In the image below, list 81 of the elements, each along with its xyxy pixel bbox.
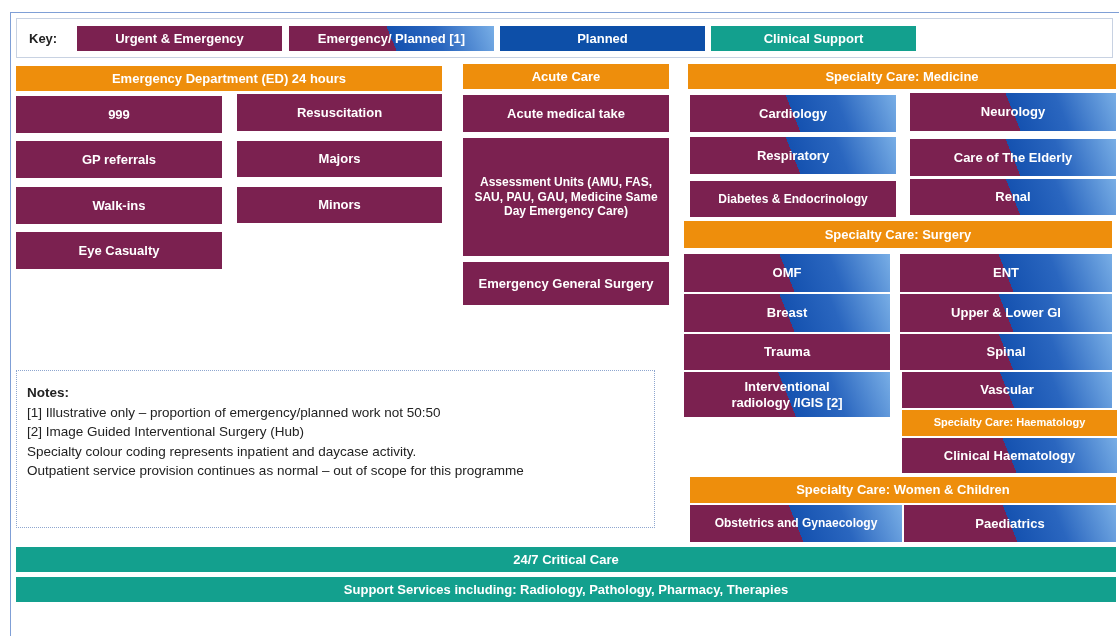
legend-item: Clinical Support (711, 26, 916, 51)
box-label: Minors (318, 197, 361, 213)
section-header (688, 64, 1116, 89)
legend-item: Emergency/ Planned [1] (289, 26, 494, 51)
note-text: [2] Image Guided Interventional Surgery (Hub) (27, 423, 305, 442)
service-box (684, 334, 890, 370)
service-box (684, 294, 890, 332)
header-text: Emergency Department (ED) 24 hours (111, 70, 347, 87)
box-label: Obstetrics and Gynaecology (714, 516, 878, 531)
section-header (902, 410, 1117, 436)
service-box (463, 262, 669, 305)
box-label: Resuscitation (296, 104, 383, 121)
legend-item: Urgent & Emergency (77, 26, 282, 51)
box-label: Spinal (986, 344, 1026, 360)
support-band (16, 547, 1116, 572)
service-box (690, 95, 896, 132)
legend-item: Planned (500, 26, 705, 51)
box-label: Vascular (980, 382, 1034, 398)
box-label: Renal (995, 189, 1031, 205)
service-box (463, 138, 669, 256)
section-header (684, 221, 1112, 248)
key-label: Key: (29, 31, 58, 46)
service-box (900, 254, 1112, 292)
header-text: Acute Care (531, 68, 601, 85)
box-label: GP referrals (81, 151, 157, 168)
notes-heading: Notes: (27, 384, 70, 402)
box-label: Paediatrics (975, 515, 1045, 532)
service-box (690, 137, 896, 174)
box-label: Cardiology (759, 105, 827, 122)
note-text: Specialty colour coding represents inpatient and daycase activity. (27, 442, 418, 461)
box-label: Neurology (980, 104, 1046, 120)
box-label: Upper & Lower GI (951, 305, 1061, 321)
box-label: Interventional radiology /IGIS [2] (730, 378, 844, 411)
service-box (902, 372, 1112, 408)
section-header (690, 477, 1116, 503)
support-band (16, 577, 1116, 602)
box-label: Eye Casualty (78, 242, 160, 259)
box-label: Care of The Elderly (953, 149, 1073, 166)
note-text: Outpatient service provision continues as normal – out of scope for this programme (27, 462, 525, 481)
box-label: 24/7 Critical Care (513, 551, 619, 568)
service-box (900, 294, 1112, 332)
service-box (900, 334, 1112, 370)
box-label: ENT (993, 265, 1019, 281)
service-box (684, 254, 890, 292)
service-box (690, 181, 896, 217)
box-label: OMF (772, 265, 802, 281)
service-box (910, 179, 1116, 215)
service-box (16, 187, 222, 224)
service-box (910, 93, 1116, 131)
service-box (904, 505, 1116, 542)
box-label: Walk-ins (92, 197, 146, 214)
service-box (684, 372, 890, 417)
service-box (463, 95, 669, 132)
service-box (237, 94, 442, 131)
service-box (902, 438, 1117, 473)
section-header (463, 64, 669, 89)
box-label: Support Services including: Radiology, Pathology, Pharmacy, Therapies (343, 581, 789, 598)
box-label: Majors (318, 151, 361, 167)
box-label: Breast (766, 305, 808, 321)
box-label: Respiratory (756, 147, 830, 164)
header-text: Specialty Care: Haematology (933, 416, 1086, 430)
box-label: Clinical Haematology (943, 447, 1076, 464)
section-header (16, 66, 442, 91)
box-label: Assessment Units (AMU, FAS, SAU, PAU, GAU, Medicine Same Day Emergency Care) (473, 175, 659, 219)
box-label: Diabetes & Endocrinology (718, 191, 868, 207)
header-text: Specialty Care: Women & Children (796, 482, 1010, 498)
service-box (16, 96, 222, 133)
service-box (910, 139, 1116, 176)
service-box (16, 141, 222, 178)
header-text: Specialty Care: Medicine (825, 68, 979, 85)
notes-panel (16, 370, 655, 528)
box-label: 999 (108, 106, 130, 123)
note-text: [1] Illustrative only – proportion of emergency/planned work not 50:50 (27, 403, 442, 422)
box-label: Trauma (763, 344, 811, 360)
box-label: Acute medical take (507, 105, 625, 122)
service-box (16, 232, 222, 269)
service-box (237, 141, 442, 177)
service-box (237, 187, 442, 223)
header-text: Specialty Care: Surgery (824, 226, 972, 243)
box-label: Emergency General Surgery (478, 275, 654, 292)
service-box (690, 505, 902, 542)
